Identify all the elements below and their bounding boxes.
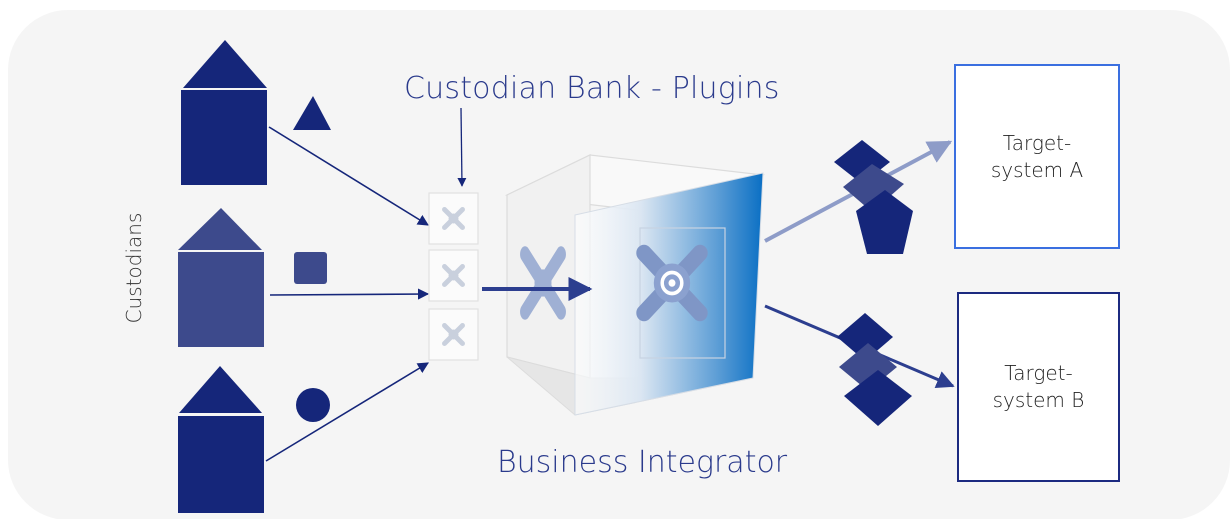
custodian-2-arrow [269,288,430,300]
data-package-stack-a [834,140,913,254]
business-integrator-vault [504,154,766,416]
target-system-a: Target- system A [954,64,1120,249]
plugin-box-1 [428,192,479,245]
data-package-stack-b [837,313,912,426]
custodian-house-1 [181,40,267,185]
target-system-a-label: Target- system A [990,130,1084,182]
custodian-house-2 [178,208,264,347]
custodians-label: Custodians [122,212,146,324]
plugin-box-3 [428,308,479,361]
custodian-house-3 [178,366,264,513]
integrator-title: Business Integrator [497,445,788,480]
target-system-b-label: Target- system B [992,361,1085,412]
custodian-3-arrow [265,362,429,462]
triangle-document-icon [293,96,331,130]
target-system-b: Target- system B [957,292,1120,482]
circle-document-icon [296,388,330,422]
custodian-1-arrow [268,126,429,226]
square-document-icon [294,252,327,284]
plugins-title: Custodian Bank - Plugins [404,71,780,106]
plugins-pointer-arrow [457,107,467,187]
plugin-box-2 [428,249,479,302]
